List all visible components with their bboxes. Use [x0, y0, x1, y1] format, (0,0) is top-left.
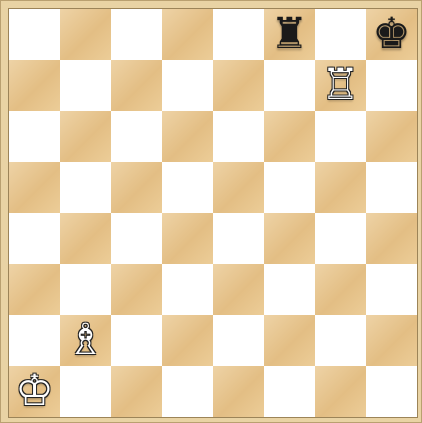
square-h5[interactable]	[366, 162, 417, 213]
square-g8[interactable]	[315, 9, 366, 60]
square-c2[interactable]	[111, 315, 162, 366]
square-h8[interactable]: ♚	[366, 9, 417, 60]
square-f3[interactable]	[264, 264, 315, 315]
square-e6[interactable]	[213, 111, 264, 162]
chess-board: ♜ ♚ ♖ ♗ ♔	[9, 9, 417, 417]
square-f1[interactable]	[264, 366, 315, 417]
square-d6[interactable]	[162, 111, 213, 162]
black-king-piece[interactable]: ♚	[372, 13, 411, 56]
square-h1[interactable]	[366, 366, 417, 417]
square-d8[interactable]	[162, 9, 213, 60]
square-g7[interactable]: ♖	[315, 60, 366, 111]
square-h2[interactable]	[366, 315, 417, 366]
square-a8[interactable]	[9, 9, 60, 60]
square-b7[interactable]	[60, 60, 111, 111]
square-d7[interactable]	[162, 60, 213, 111]
square-d1[interactable]	[162, 366, 213, 417]
square-e8[interactable]	[213, 9, 264, 60]
square-e2[interactable]	[213, 315, 264, 366]
white-king-piece[interactable]: ♔	[15, 370, 54, 413]
square-b8[interactable]	[60, 9, 111, 60]
square-a3[interactable]	[9, 264, 60, 315]
square-g2[interactable]	[315, 315, 366, 366]
square-f7[interactable]	[264, 60, 315, 111]
square-f4[interactable]	[264, 213, 315, 264]
square-a5[interactable]	[9, 162, 60, 213]
white-bishop-piece[interactable]: ♗	[66, 319, 105, 362]
square-g4[interactable]	[315, 213, 366, 264]
square-a7[interactable]	[9, 60, 60, 111]
square-c4[interactable]	[111, 213, 162, 264]
square-d5[interactable]	[162, 162, 213, 213]
square-h4[interactable]	[366, 213, 417, 264]
square-b3[interactable]	[60, 264, 111, 315]
square-d2[interactable]	[162, 315, 213, 366]
square-g5[interactable]	[315, 162, 366, 213]
square-g3[interactable]	[315, 264, 366, 315]
square-c1[interactable]	[111, 366, 162, 417]
square-f2[interactable]	[264, 315, 315, 366]
square-b2[interactable]: ♗	[60, 315, 111, 366]
square-e4[interactable]	[213, 213, 264, 264]
square-c5[interactable]	[111, 162, 162, 213]
square-c8[interactable]	[111, 9, 162, 60]
square-f8[interactable]: ♜	[264, 9, 315, 60]
square-c7[interactable]	[111, 60, 162, 111]
square-g1[interactable]	[315, 366, 366, 417]
square-g6[interactable]	[315, 111, 366, 162]
square-e7[interactable]	[213, 60, 264, 111]
square-e1[interactable]	[213, 366, 264, 417]
square-b1[interactable]	[60, 366, 111, 417]
square-d4[interactable]	[162, 213, 213, 264]
square-f5[interactable]	[264, 162, 315, 213]
square-c3[interactable]	[111, 264, 162, 315]
square-b4[interactable]	[60, 213, 111, 264]
square-a2[interactable]	[9, 315, 60, 366]
square-a6[interactable]	[9, 111, 60, 162]
square-e3[interactable]	[213, 264, 264, 315]
square-h7[interactable]	[366, 60, 417, 111]
square-e5[interactable]	[213, 162, 264, 213]
square-c6[interactable]	[111, 111, 162, 162]
square-a1[interactable]: ♔	[9, 366, 60, 417]
white-rook-piece[interactable]: ♖	[321, 64, 360, 107]
square-h3[interactable]	[366, 264, 417, 315]
square-b5[interactable]	[60, 162, 111, 213]
square-a4[interactable]	[9, 213, 60, 264]
black-rook-piece[interactable]: ♜	[270, 13, 309, 56]
square-f6[interactable]	[264, 111, 315, 162]
square-h6[interactable]	[366, 111, 417, 162]
square-d3[interactable]	[162, 264, 213, 315]
square-b6[interactable]	[60, 111, 111, 162]
